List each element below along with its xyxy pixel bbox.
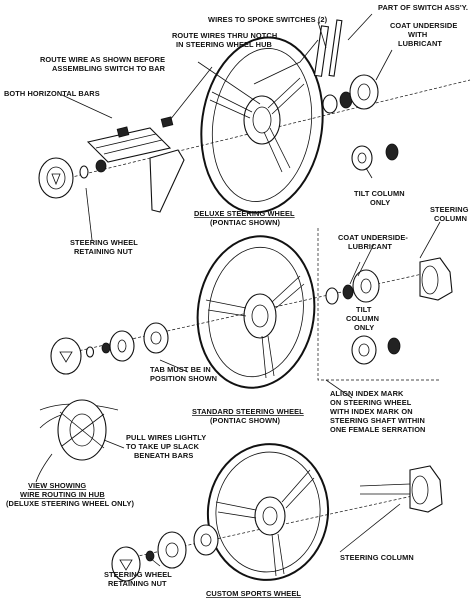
label-retaining-nut-b1: STEERING WHEEL: [104, 570, 172, 579]
wire-routing-view: [35, 399, 125, 483]
label-deluxe-sub: (PONTIAC SHOWN): [210, 218, 281, 227]
label-coat-underside-b1: COAT UNDERSIDE-: [338, 233, 408, 242]
standard-wheel-rim: [196, 235, 316, 389]
label-pull-wires-1: PULL WIRES LIGHTLY: [126, 433, 206, 442]
label-align-2: ON STEERING WHEEL: [330, 398, 412, 407]
steering-column-bottom: [409, 465, 443, 513]
label-standard-title: STANDARD STEERING WHEEL: [192, 407, 304, 416]
label-pull-wires-2: TO TAKE UP SLACK: [126, 442, 200, 451]
label-align-5: ONE FEMALE SERRATION: [330, 425, 425, 434]
label-align-3: WITH INDEX MARK ON: [330, 407, 413, 416]
label-steering-column-1: STEERING: [430, 205, 469, 214]
label-tilt-column-2: ONLY: [370, 198, 390, 207]
label-retaining-nut-2: RETAINING NUT: [74, 247, 133, 256]
custom-horn-cap: [111, 546, 141, 582]
deluxe-horn-cap: [38, 157, 74, 199]
label-steering-column-b: STEERING COLUMN: [340, 553, 414, 562]
custom-sports-wheel-assembly: [111, 443, 443, 582]
label-tilt-column-1: TILT COLUMN: [354, 189, 405, 198]
steering-column-mid: [419, 257, 453, 301]
label-tilt2-2: COLUMN: [346, 314, 379, 323]
deluxe-wheel-hub: [243, 95, 281, 145]
label-route-wire-shown-2: ASSEMBLING SWITCH TO BAR: [52, 64, 166, 73]
label-route-wire-shown-1: ROUTE WIRE AS SHOWN BEFORE: [40, 55, 165, 64]
label-align-1: ALIGN INDEX MARK: [330, 389, 404, 398]
label-deluxe-title: DELUXE STEERING WHEEL: [194, 209, 295, 218]
deluxe-wheel-assembly: [38, 13, 471, 241]
standard-horn-cap: [50, 337, 82, 375]
label-retaining-nut-b2: RETAINING NUT: [108, 579, 167, 588]
labels: PART OF SWITCH ASS'Y. WIRES TO SPOKE SWI…: [4, 3, 469, 598]
label-both-bars: BOTH HORIZONTAL BARS: [4, 89, 100, 98]
standard-wheel-assembly: [50, 221, 453, 399]
label-view-2: WIRE ROUTING IN HUB: [20, 490, 105, 499]
label-route-wires-2: IN STEERING WHEEL HUB: [176, 40, 272, 49]
label-steering-column-2: COLUMN: [434, 214, 467, 223]
custom-wheel-hub: [254, 496, 286, 536]
label-standard-sub: (PONTIAC SHOWN): [210, 416, 281, 425]
label-pull-wires-3: BENEATH BARS: [134, 451, 193, 460]
label-coat-underside-1: COAT UNDERSIDE: [390, 21, 457, 30]
label-coat-underside-3: LUBRICANT: [398, 39, 442, 48]
label-view-3: (DELUXE STEERING WHEEL ONLY): [6, 499, 134, 508]
label-part-of-switch: PART OF SWITCH ASS'Y.: [378, 3, 468, 12]
label-wires-to-spoke: WIRES TO SPOKE SWITCHES (2): [208, 15, 328, 24]
label-coat-underside-2: WITH: [408, 30, 427, 39]
label-route-wires-1: ROUTE WIRES THRU NOTCH: [172, 31, 277, 40]
deluxe-wheel-rim: [200, 36, 324, 214]
label-tilt2-1: TILT: [356, 305, 372, 314]
label-tab-2: POSITION SHOWN: [150, 374, 217, 383]
label-retaining-nut-1: STEERING WHEEL: [70, 238, 138, 247]
label-coat-underside-b2: LUBRICANT: [348, 242, 392, 251]
label-custom-title: CUSTOM SPORTS WHEEL: [206, 589, 301, 598]
label-tilt2-3: ONLY: [354, 323, 374, 332]
label-view-1: VIEW SHOWING: [28, 481, 86, 490]
custom-wheel-rim: [206, 443, 330, 581]
standard-wheel-hub: [243, 293, 277, 339]
label-align-4: STEERING SHAFT WITHIN: [330, 416, 425, 425]
label-tab-1: TAB MUST BE IN: [150, 365, 211, 374]
